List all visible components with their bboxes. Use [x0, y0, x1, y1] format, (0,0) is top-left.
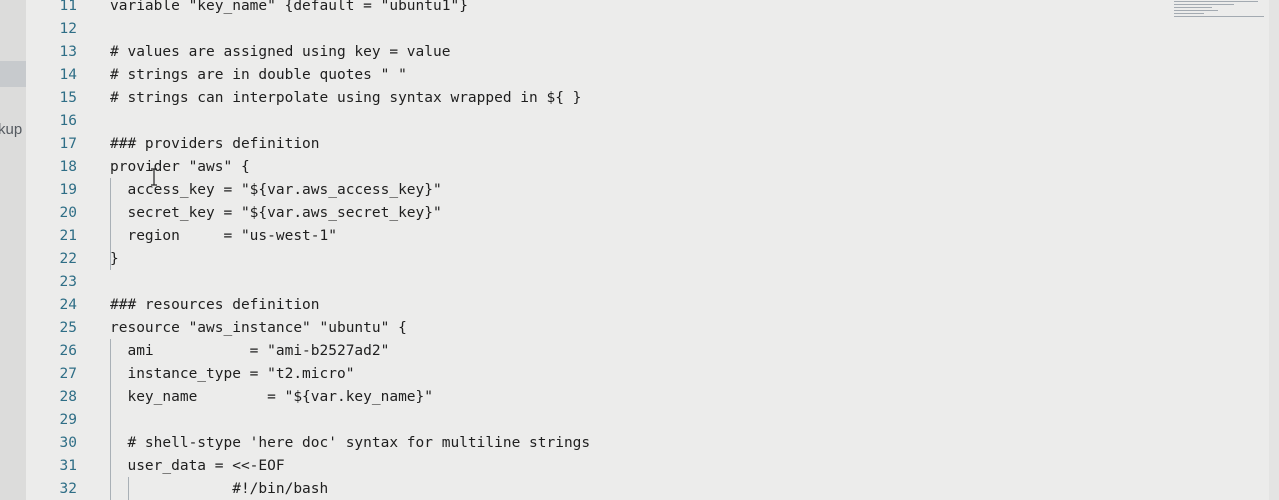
- code-line[interactable]: 25 resource "aws_instance" "ubuntu" {: [26, 317, 1166, 340]
- line-code-text[interactable]: # strings can interpolate using syntax w…: [110, 90, 582, 106]
- line-code-text[interactable]: ### resources definition: [110, 297, 320, 313]
- line-code-text[interactable]: resource "aws_instance" "ubuntu" {: [110, 320, 407, 336]
- line-code-text[interactable]: # strings are in double quotes " ": [110, 67, 407, 83]
- line-code-text[interactable]: variable "key_name" {default = "ubuntu1"…: [110, 0, 468, 14]
- line-code-text[interactable]: #!/bin/bash: [110, 481, 329, 497]
- code-line[interactable]: 32 #!/bin/bash: [26, 478, 1166, 500]
- code-line[interactable]: 18 provider "aws" {: [26, 156, 1166, 179]
- line-code-text[interactable]: ### providers definition: [110, 136, 320, 152]
- code-line[interactable]: 11 variable "key_name" {default = "ubuntu…: [26, 0, 1166, 18]
- line-code-text[interactable]: access_key = "${var.aws_access_key}": [110, 182, 442, 198]
- text-cursor-icon: [151, 168, 157, 186]
- line-number: 17: [59, 136, 77, 152]
- code-line[interactable]: 24 ### resources definition: [26, 294, 1166, 317]
- code-line[interactable]: 23: [26, 271, 1166, 294]
- line-code-text[interactable]: # values are assigned using key = value: [110, 44, 451, 60]
- code-line[interactable]: 31 user_data = <<-EOF: [26, 455, 1166, 478]
- line-number: 13: [59, 44, 77, 60]
- code-line[interactable]: 19 access_key = "${var.aws_access_key}": [26, 179, 1166, 202]
- indent-guide: [128, 477, 129, 500]
- code-line[interactable]: 15 # strings can interpolate using syntax…: [26, 87, 1166, 110]
- line-code-text[interactable]: provider "aws" {: [110, 159, 250, 175]
- code-line[interactable]: 29: [26, 409, 1166, 432]
- vertical-scrollbar[interactable]: [1269, 0, 1279, 500]
- line-number: 32: [59, 481, 77, 497]
- indent-guide: [110, 178, 111, 270]
- code-line[interactable]: 17 ### providers definition: [26, 133, 1166, 156]
- line-number: 29: [59, 412, 77, 428]
- line-code-text[interactable]: ami = "ami-b2527ad2": [110, 343, 390, 359]
- line-number: 23: [59, 274, 77, 290]
- code-line[interactable]: 21 region = "us-west-1": [26, 225, 1166, 248]
- line-code-text[interactable]: region = "us-west-1": [110, 228, 337, 244]
- line-code-text[interactable]: instance_type = "t2.micro": [110, 366, 355, 382]
- line-number: 28: [59, 389, 77, 405]
- code-line[interactable]: 28 key_name = "${var.key_name}": [26, 386, 1166, 409]
- code-line[interactable]: 20 secret_key = "${var.aws_secret_key}": [26, 202, 1166, 225]
- line-number: 27: [59, 366, 77, 382]
- sidebar-item-label[interactable]: kup: [0, 121, 23, 138]
- line-number: 14: [59, 67, 77, 83]
- line-number: 21: [59, 228, 77, 244]
- code-line[interactable]: 26 ami = "ami-b2527ad2": [26, 340, 1166, 363]
- code-line[interactable]: 16: [26, 110, 1166, 133]
- line-number: 15: [59, 90, 77, 106]
- code-line[interactable]: 27 instance_type = "t2.micro": [26, 363, 1166, 386]
- line-number: 12: [59, 21, 77, 37]
- line-number: 20: [59, 205, 77, 221]
- line-number: 31: [59, 458, 77, 474]
- line-code-text[interactable]: }: [110, 251, 119, 267]
- line-number: 25: [59, 320, 77, 336]
- minimap[interactable]: [1170, 0, 1265, 30]
- indent-guide: [110, 339, 111, 500]
- file-tree-sidebar[interactable]: kup: [0, 0, 26, 500]
- code-line[interactable]: 22}: [26, 248, 1166, 271]
- line-number: 26: [59, 343, 77, 359]
- line-number: 11: [59, 0, 77, 14]
- line-number: 16: [59, 113, 77, 129]
- editor-pane[interactable]: 11 variable "key_name" {default = "ubuntu…: [26, 0, 1279, 500]
- code-line[interactable]: 30 # shell-stype 'here doc' syntax for m…: [26, 432, 1166, 455]
- line-number: 22: [59, 251, 77, 267]
- code-line[interactable]: 14 # strings are in double quotes " ": [26, 64, 1166, 87]
- line-code-text[interactable]: secret_key = "${var.aws_secret_key}": [110, 205, 442, 221]
- line-code-text[interactable]: user_data = <<-EOF: [110, 458, 285, 474]
- sidebar-selected-item[interactable]: [0, 61, 26, 87]
- code-line[interactable]: 12: [26, 18, 1166, 41]
- line-number: 30: [59, 435, 77, 451]
- line-code-text[interactable]: # shell-stype 'here doc' syntax for mult…: [110, 435, 591, 451]
- code-line[interactable]: 13 # values are assigned using key = valu…: [26, 41, 1166, 64]
- line-number: 19: [59, 182, 77, 198]
- line-number: 24: [59, 297, 77, 313]
- line-number: 18: [59, 159, 77, 175]
- line-code-text[interactable]: key_name = "${var.key_name}": [110, 389, 434, 405]
